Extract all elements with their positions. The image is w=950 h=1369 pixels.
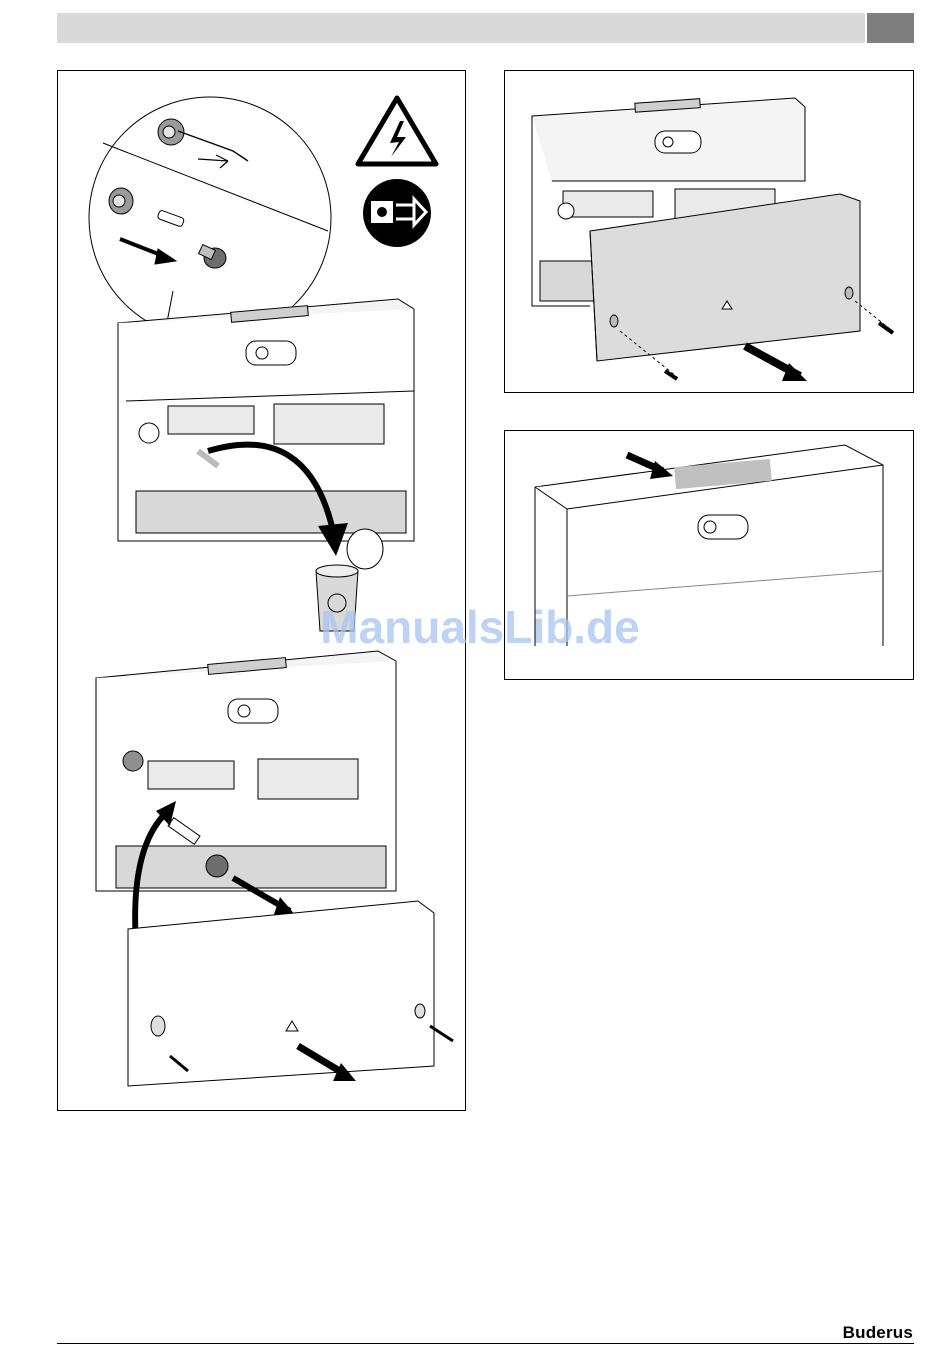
top-cover-insert-illustration [505, 431, 914, 680]
footer-divider [57, 1343, 914, 1344]
recycling-bin [316, 529, 383, 631]
unplug-mains-icon [363, 179, 431, 247]
header-bar [57, 13, 865, 43]
cover-mounting-illustration [505, 71, 914, 393]
figure-cover-mounting [504, 70, 914, 393]
header-page-tab [867, 13, 914, 43]
controller-box-open-top [118, 299, 414, 541]
fuse-replacement-illustration [58, 71, 466, 1111]
figure-fuse-replacement [57, 70, 466, 1111]
brand-logo: Buderus [843, 1323, 913, 1343]
high-voltage-warning-icon [358, 98, 436, 164]
figure-top-cover-insert [504, 430, 914, 680]
